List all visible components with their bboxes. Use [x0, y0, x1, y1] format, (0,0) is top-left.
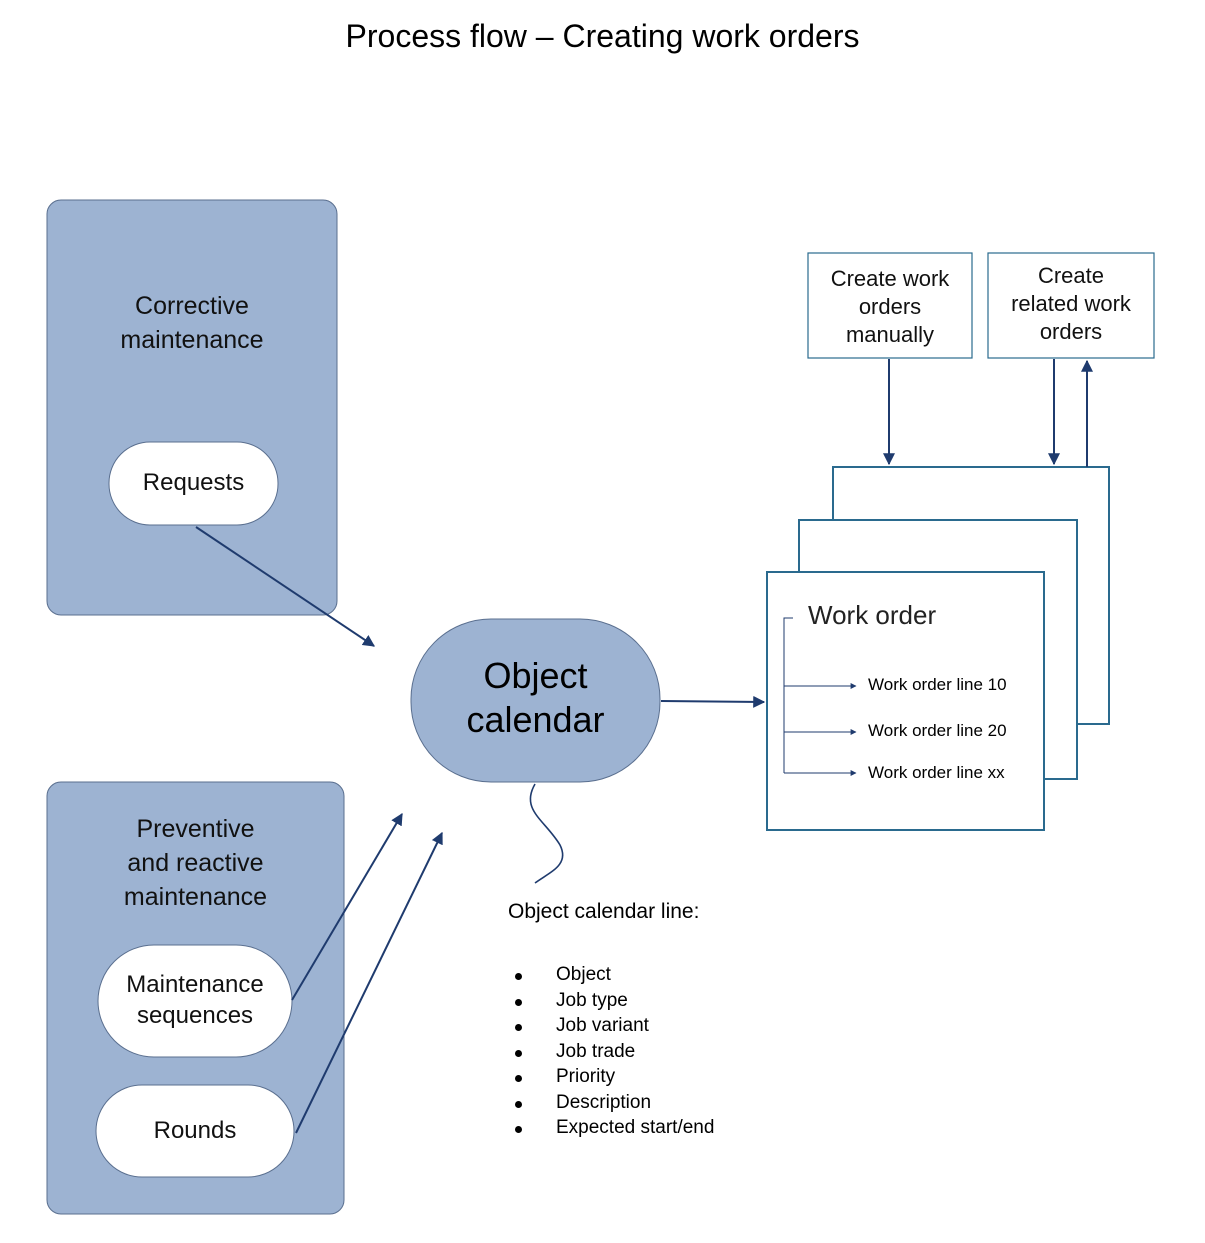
corrective-maintenance-title: Corrective maintenance: [120, 292, 264, 354]
calendar-line-connector: [529, 783, 564, 884]
attribute-item: Description: [512, 1090, 714, 1116]
calendar-line-attributes: Object Job type Job variant Job trade Pr…: [512, 962, 714, 1141]
create-manually-label: Create work orders manually: [830, 266, 950, 347]
work-order-bracket: [783, 617, 793, 773]
calendar-to-work-order-arrow: [660, 695, 766, 708]
rounds-label: Rounds: [153, 1117, 237, 1144]
attribute-item: Expected start/end: [512, 1115, 714, 1141]
work-order-line-xx: Work order line xx: [868, 763, 1005, 782]
attribute-item: Object: [512, 962, 714, 988]
rounds-to-calendar-arrow: [295, 831, 443, 1134]
object-calendar-node[interactable]: [410, 618, 661, 783]
maintenance-sequences-label: Maintenance sequences: [126, 971, 264, 1029]
diagram-title: Process flow – Creating work orders: [345, 18, 860, 54]
work-order-line-20: Work order line 20: [868, 721, 1007, 740]
attribute-item: Job trade: [512, 1039, 714, 1065]
create-related-label: Create related work orders: [1011, 263, 1131, 344]
create-related-box[interactable]: [987, 252, 1155, 359]
requests-node[interactable]: [108, 441, 279, 526]
attribute-item: Job type: [512, 988, 714, 1014]
rounds-node[interactable]: [95, 1084, 295, 1178]
calendar-line-heading: Object calendar line:: [508, 900, 700, 923]
create-manually-box[interactable]: [807, 252, 973, 359]
maintenance-sequences-node[interactable]: [97, 944, 293, 1058]
sequences-to-calendar-arrow: [291, 812, 403, 1001]
corrective-maintenance-group: [46, 199, 338, 616]
attribute-item: Priority: [512, 1064, 714, 1090]
work-order-title: Work order: [808, 600, 937, 630]
preventive-maintenance-title: Preventive and reactive maintenance: [123, 815, 268, 911]
work-order-card-front[interactable]: [766, 571, 1045, 831]
object-calendar-label: Object calendar: [466, 655, 605, 740]
attribute-item: Job variant: [512, 1013, 714, 1039]
requests-label: Requests: [142, 469, 245, 496]
requests-to-calendar-arrow: [195, 526, 375, 647]
work-order-line-10: Work order line 10: [868, 675, 1007, 694]
